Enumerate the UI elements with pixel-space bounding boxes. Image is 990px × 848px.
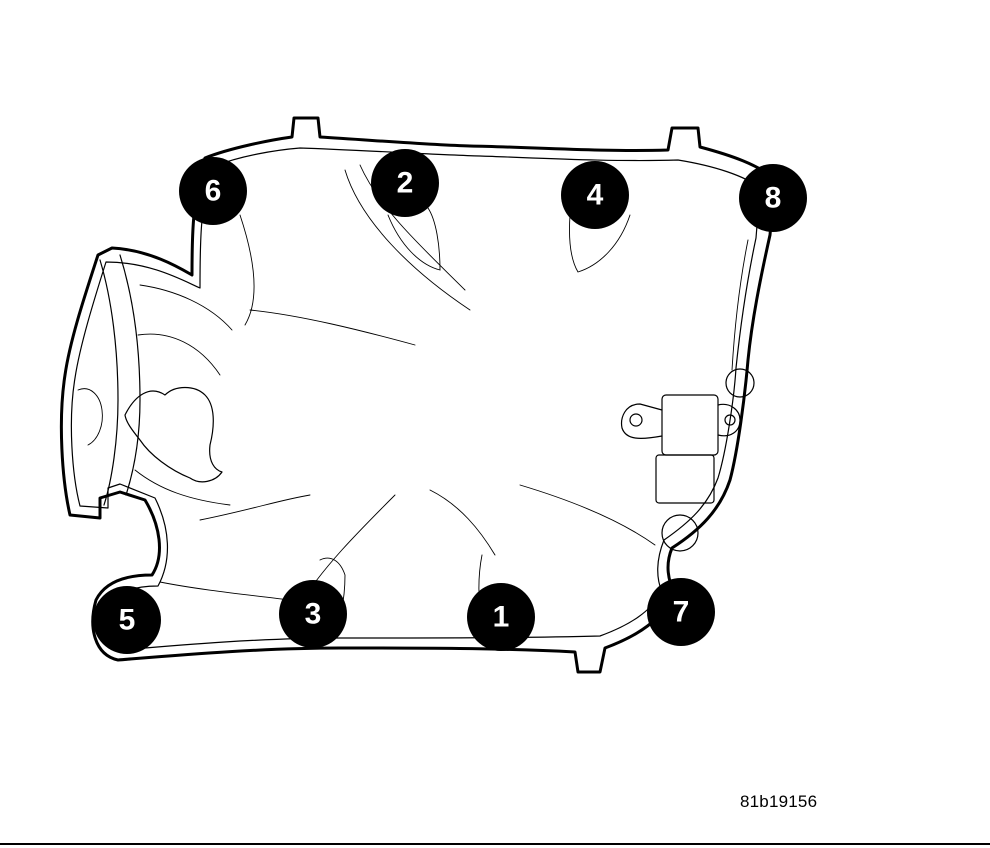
figure-id: 81b19156 bbox=[740, 792, 818, 811]
bolt-6-label: 6 bbox=[205, 175, 222, 208]
sensor-boss-lower bbox=[661, 514, 699, 552]
bolt-2-circle bbox=[371, 149, 439, 217]
bolt-1-label: 1 bbox=[493, 601, 510, 634]
runner-2-a bbox=[344, 169, 471, 311]
bolt-8: 8 bbox=[739, 164, 807, 232]
runner-7-line bbox=[519, 484, 656, 546]
sensor-connector bbox=[655, 454, 715, 504]
runner-4-pocket bbox=[569, 214, 631, 273]
bottom-rule bbox=[0, 843, 990, 845]
bolt-3-label: 3 bbox=[305, 598, 322, 631]
sensor-mount-hole bbox=[629, 413, 643, 427]
bolt-2: 2 bbox=[371, 149, 439, 217]
inlet-passage-upper bbox=[139, 284, 233, 331]
bolt-7-circle bbox=[647, 578, 715, 646]
bolt-4: 4 bbox=[561, 161, 629, 229]
bolt-8-circle bbox=[739, 164, 807, 232]
runner-center-upper bbox=[249, 309, 416, 346]
runner-1-line bbox=[429, 489, 496, 556]
bolt-7: 7 bbox=[647, 578, 715, 646]
inlet-flange-inner bbox=[119, 254, 141, 496]
runner-2-b bbox=[359, 164, 466, 291]
bolt-7-label: 7 bbox=[673, 596, 690, 629]
bolt-6: 6 bbox=[179, 157, 247, 225]
manifold-inner-outline bbox=[70, 147, 761, 651]
sensor-right-tab bbox=[717, 403, 741, 437]
bolt-3: 3 bbox=[279, 580, 347, 648]
bolt-1-circle bbox=[467, 583, 535, 651]
bolt-2-label: 2 bbox=[397, 167, 414, 200]
sensor-boss-upper bbox=[725, 368, 755, 398]
manifold-outline bbox=[59, 116, 777, 674]
inlet-bracket bbox=[124, 386, 223, 483]
bolt-callouts: 6 2 4 8 5 3 1 7 bbox=[93, 149, 807, 654]
bolt-4-circle bbox=[561, 161, 629, 229]
throttle-inlet bbox=[77, 254, 233, 506]
bolt-5-circle bbox=[93, 586, 161, 654]
runner-2-pocket bbox=[387, 207, 441, 271]
runner-center-lower-left bbox=[199, 494, 311, 521]
runner-8-line bbox=[731, 239, 749, 371]
bolt-3-circle bbox=[279, 580, 347, 648]
inlet-passage-mid bbox=[137, 333, 221, 376]
sensor-right-hole bbox=[724, 414, 736, 426]
bolt-5: 5 bbox=[93, 586, 161, 654]
inlet-flange-outer bbox=[99, 259, 119, 506]
bolt-1: 1 bbox=[467, 583, 535, 651]
bolt-4-label: 4 bbox=[587, 179, 604, 212]
runners bbox=[159, 164, 749, 641]
bolt-6-circle bbox=[179, 157, 247, 225]
bolt-8-label: 8 bbox=[765, 182, 782, 215]
bolt-5-label: 5 bbox=[119, 604, 136, 637]
inlet-left-detail bbox=[77, 388, 103, 446]
inlet-lower-passage bbox=[134, 469, 231, 506]
runner-6-line bbox=[239, 214, 255, 326]
runner-5-line bbox=[159, 581, 291, 601]
map-sensor bbox=[620, 368, 755, 552]
sensor-mount-tab bbox=[620, 403, 663, 439]
manifold-body bbox=[59, 116, 777, 674]
